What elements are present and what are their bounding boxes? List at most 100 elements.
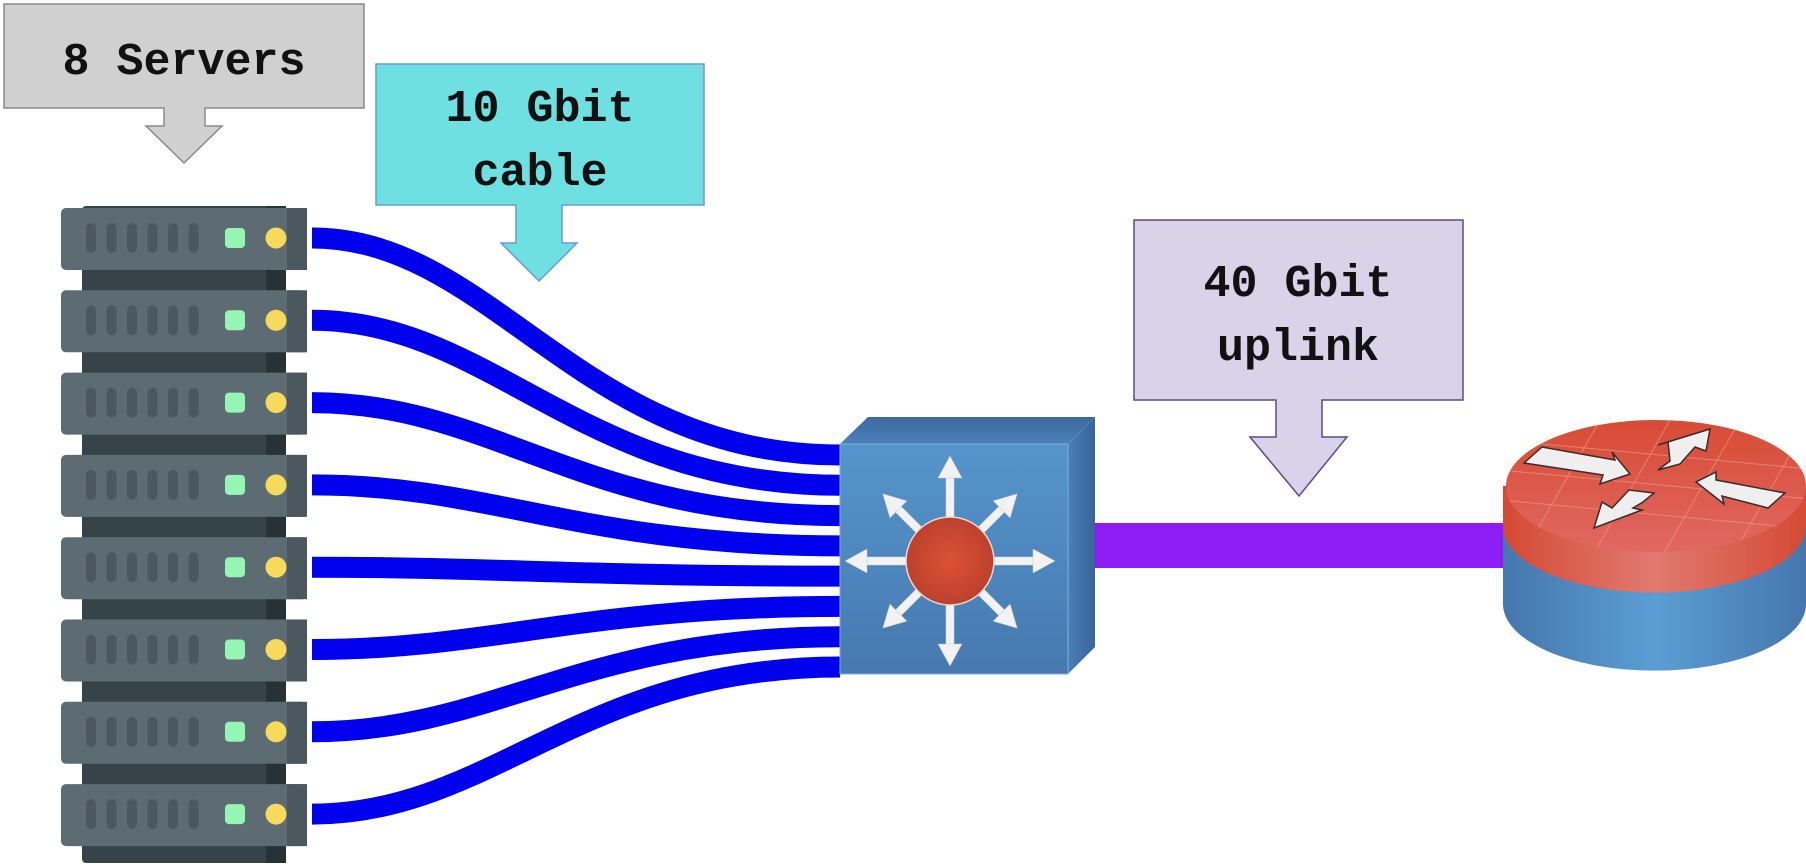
switch-top-face <box>840 417 1095 444</box>
server-faceplate <box>61 372 307 435</box>
server-cable <box>311 392 841 527</box>
server-vent <box>106 799 117 830</box>
server-vent <box>106 552 117 583</box>
status-led-green-icon <box>225 474 245 495</box>
router-arrow-in-right-icon <box>1694 470 1787 509</box>
server-vent <box>106 716 117 747</box>
status-led-yellow-icon <box>265 639 287 660</box>
uplink-callout: 40 Gbit uplink <box>1133 219 1464 498</box>
server-vent <box>86 634 96 665</box>
server-vent <box>127 552 137 583</box>
server-rack <box>61 206 307 863</box>
server-side-panel <box>287 619 307 682</box>
multilayer-switch <box>839 417 1095 675</box>
cable-callout-line-1: 10 Gbit <box>445 84 634 135</box>
status-led-green-icon <box>225 804 245 825</box>
server-vent <box>168 799 178 830</box>
server-vent <box>86 305 96 336</box>
server-vent <box>127 799 137 830</box>
router <box>1503 420 1806 671</box>
server-vent <box>127 634 137 665</box>
status-led-yellow-icon <box>265 803 287 825</box>
server-vent <box>127 716 137 747</box>
server-cables <box>311 227 841 825</box>
server-vent <box>168 716 178 747</box>
status-led-green-icon <box>225 310 245 331</box>
status-led-green-icon <box>225 557 245 578</box>
uplink-callout-shape <box>1133 219 1464 498</box>
server-side-panel <box>287 208 307 270</box>
server-vent <box>168 634 178 665</box>
server-side-panel <box>287 537 307 600</box>
server-cable <box>311 595 841 660</box>
status-led-yellow-icon <box>265 309 287 331</box>
router-arrow-out-up-icon <box>1657 427 1711 471</box>
status-led-yellow-icon <box>265 721 287 743</box>
server-vent <box>106 223 117 253</box>
server-vent <box>147 469 158 500</box>
server-vent <box>168 469 178 500</box>
server-vent <box>86 387 96 418</box>
server-vent <box>106 305 117 336</box>
server-vent <box>168 552 178 583</box>
server-faceplate <box>61 454 307 517</box>
server-unit <box>61 454 307 517</box>
server-vent <box>147 305 158 336</box>
server-vent <box>168 223 178 253</box>
server-vent <box>168 387 178 418</box>
server-vent <box>147 552 158 583</box>
server-side-panel <box>287 784 307 847</box>
server-unit <box>61 784 307 847</box>
uplink-callout-line-1: 40 Gbit <box>1203 259 1392 310</box>
uplink-callout-line-2: uplink <box>1217 323 1379 374</box>
server-unit <box>61 372 307 435</box>
cable-callout: 10 Gbit cable <box>375 63 705 283</box>
server-faceplate <box>61 701 307 764</box>
status-led-yellow-icon <box>265 392 287 414</box>
server-vent <box>147 387 158 418</box>
server-vent <box>86 469 96 500</box>
server-vent <box>188 469 199 500</box>
server-cable <box>311 556 841 587</box>
cable-callout-shape <box>375 63 705 283</box>
router-arrows <box>1522 427 1787 530</box>
status-led-green-icon <box>225 228 245 248</box>
server-vent <box>147 223 158 253</box>
status-led-green-icon <box>225 639 245 660</box>
server-unit <box>61 619 307 682</box>
server-side-panel <box>287 290 307 353</box>
router-top-face <box>1506 420 1806 552</box>
server-vent <box>127 305 137 336</box>
server-vent <box>86 552 96 583</box>
server-vent <box>188 223 199 253</box>
server-vent <box>188 387 199 418</box>
server-faceplate <box>61 537 307 600</box>
server-side-panel <box>287 701 307 764</box>
server-vent <box>147 799 158 830</box>
server-vent <box>188 716 199 747</box>
server-faceplate <box>61 784 307 847</box>
server-cable <box>311 474 841 557</box>
server-unit <box>61 537 307 600</box>
router-arrow-in-left-icon <box>1522 446 1632 486</box>
server-vent <box>188 634 199 665</box>
server-side-panel <box>287 454 307 517</box>
server-vent <box>106 387 117 418</box>
switch-arrow-down-icon <box>937 580 963 667</box>
server-vent <box>127 469 137 500</box>
router-arrow-out-down-icon <box>1592 489 1656 530</box>
server-vent <box>147 716 158 747</box>
servers-callout-label: 8 Servers <box>62 37 305 88</box>
uplink-cable <box>1094 523 1504 568</box>
rack-frame <box>82 206 286 863</box>
servers-callout: 8 Servers <box>3 3 365 165</box>
status-led-yellow-icon <box>265 556 287 578</box>
server-unit <box>61 701 307 764</box>
server-vent <box>127 223 137 253</box>
cable-callout-line-2: cable <box>472 148 607 199</box>
server-vent <box>106 634 117 665</box>
server-cable <box>311 656 841 825</box>
server-vent <box>147 634 158 665</box>
server-vent <box>86 716 96 747</box>
